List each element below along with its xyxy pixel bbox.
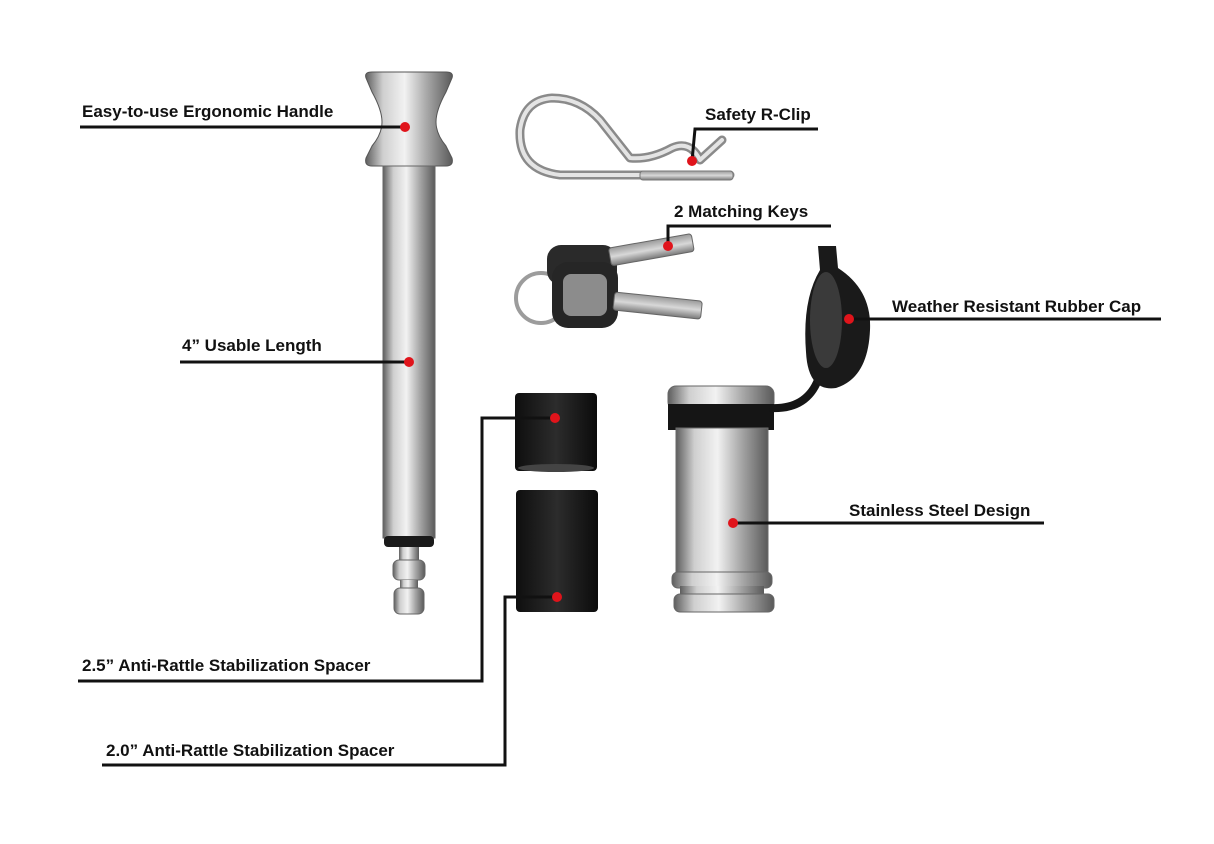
pin-neck bbox=[399, 547, 419, 561]
leader-r-clip bbox=[690, 127, 818, 162]
label-spacer-2-5: 2.5” Anti-Rattle Stabilization Spacer bbox=[82, 656, 371, 675]
label-handle: Easy-to-use Ergonomic Handle bbox=[82, 102, 334, 121]
label-r-clip: Safety R-Clip bbox=[705, 105, 811, 124]
label-rubber-cap: Weather Resistant Rubber Cap bbox=[892, 297, 1142, 316]
dot-spacer-2-5 bbox=[550, 413, 560, 423]
dot-steel bbox=[728, 518, 738, 528]
dot-handle bbox=[400, 122, 410, 132]
label-keys: 2 Matching Keys bbox=[674, 202, 809, 221]
leader-spacer-2-5 bbox=[78, 416, 555, 683]
dot-keys bbox=[663, 241, 673, 251]
keys bbox=[514, 233, 703, 328]
dot-r-clip bbox=[687, 156, 697, 166]
spacer-2-0-body bbox=[516, 490, 598, 612]
callout-dots bbox=[400, 122, 854, 602]
spacer-2-5-rim bbox=[518, 464, 594, 472]
r-clip bbox=[515, 93, 735, 181]
label-steel: Stainless Steel Design bbox=[849, 501, 1031, 520]
dot-rubber-cap bbox=[844, 314, 854, 324]
pin-handle bbox=[365, 71, 453, 167]
label-length: 4” Usable Length bbox=[182, 336, 322, 355]
pin-tip-upper bbox=[392, 559, 426, 581]
pin-o-ring bbox=[384, 536, 434, 547]
pin-tip-lower bbox=[393, 587, 425, 615]
pin-tip-neck bbox=[400, 580, 418, 590]
spacer-2-5-body bbox=[515, 393, 597, 471]
label-spacer-2-0: 2.0” Anti-Rattle Stabilization Spacer bbox=[106, 741, 395, 760]
key-front-blade bbox=[612, 291, 703, 320]
rubber-cap bbox=[769, 246, 871, 413]
lock-barrel bbox=[667, 385, 775, 613]
dot-length bbox=[404, 357, 414, 367]
leader-spacer-2-0 bbox=[102, 595, 557, 767]
leader-lines bbox=[78, 125, 1161, 767]
leader-keys bbox=[666, 224, 831, 246]
hitch-pin bbox=[365, 71, 453, 615]
pin-shaft bbox=[382, 165, 436, 539]
key-front-bezel bbox=[563, 274, 607, 316]
key-back-blade bbox=[608, 233, 695, 266]
dot-spacer-2-0 bbox=[552, 592, 562, 602]
